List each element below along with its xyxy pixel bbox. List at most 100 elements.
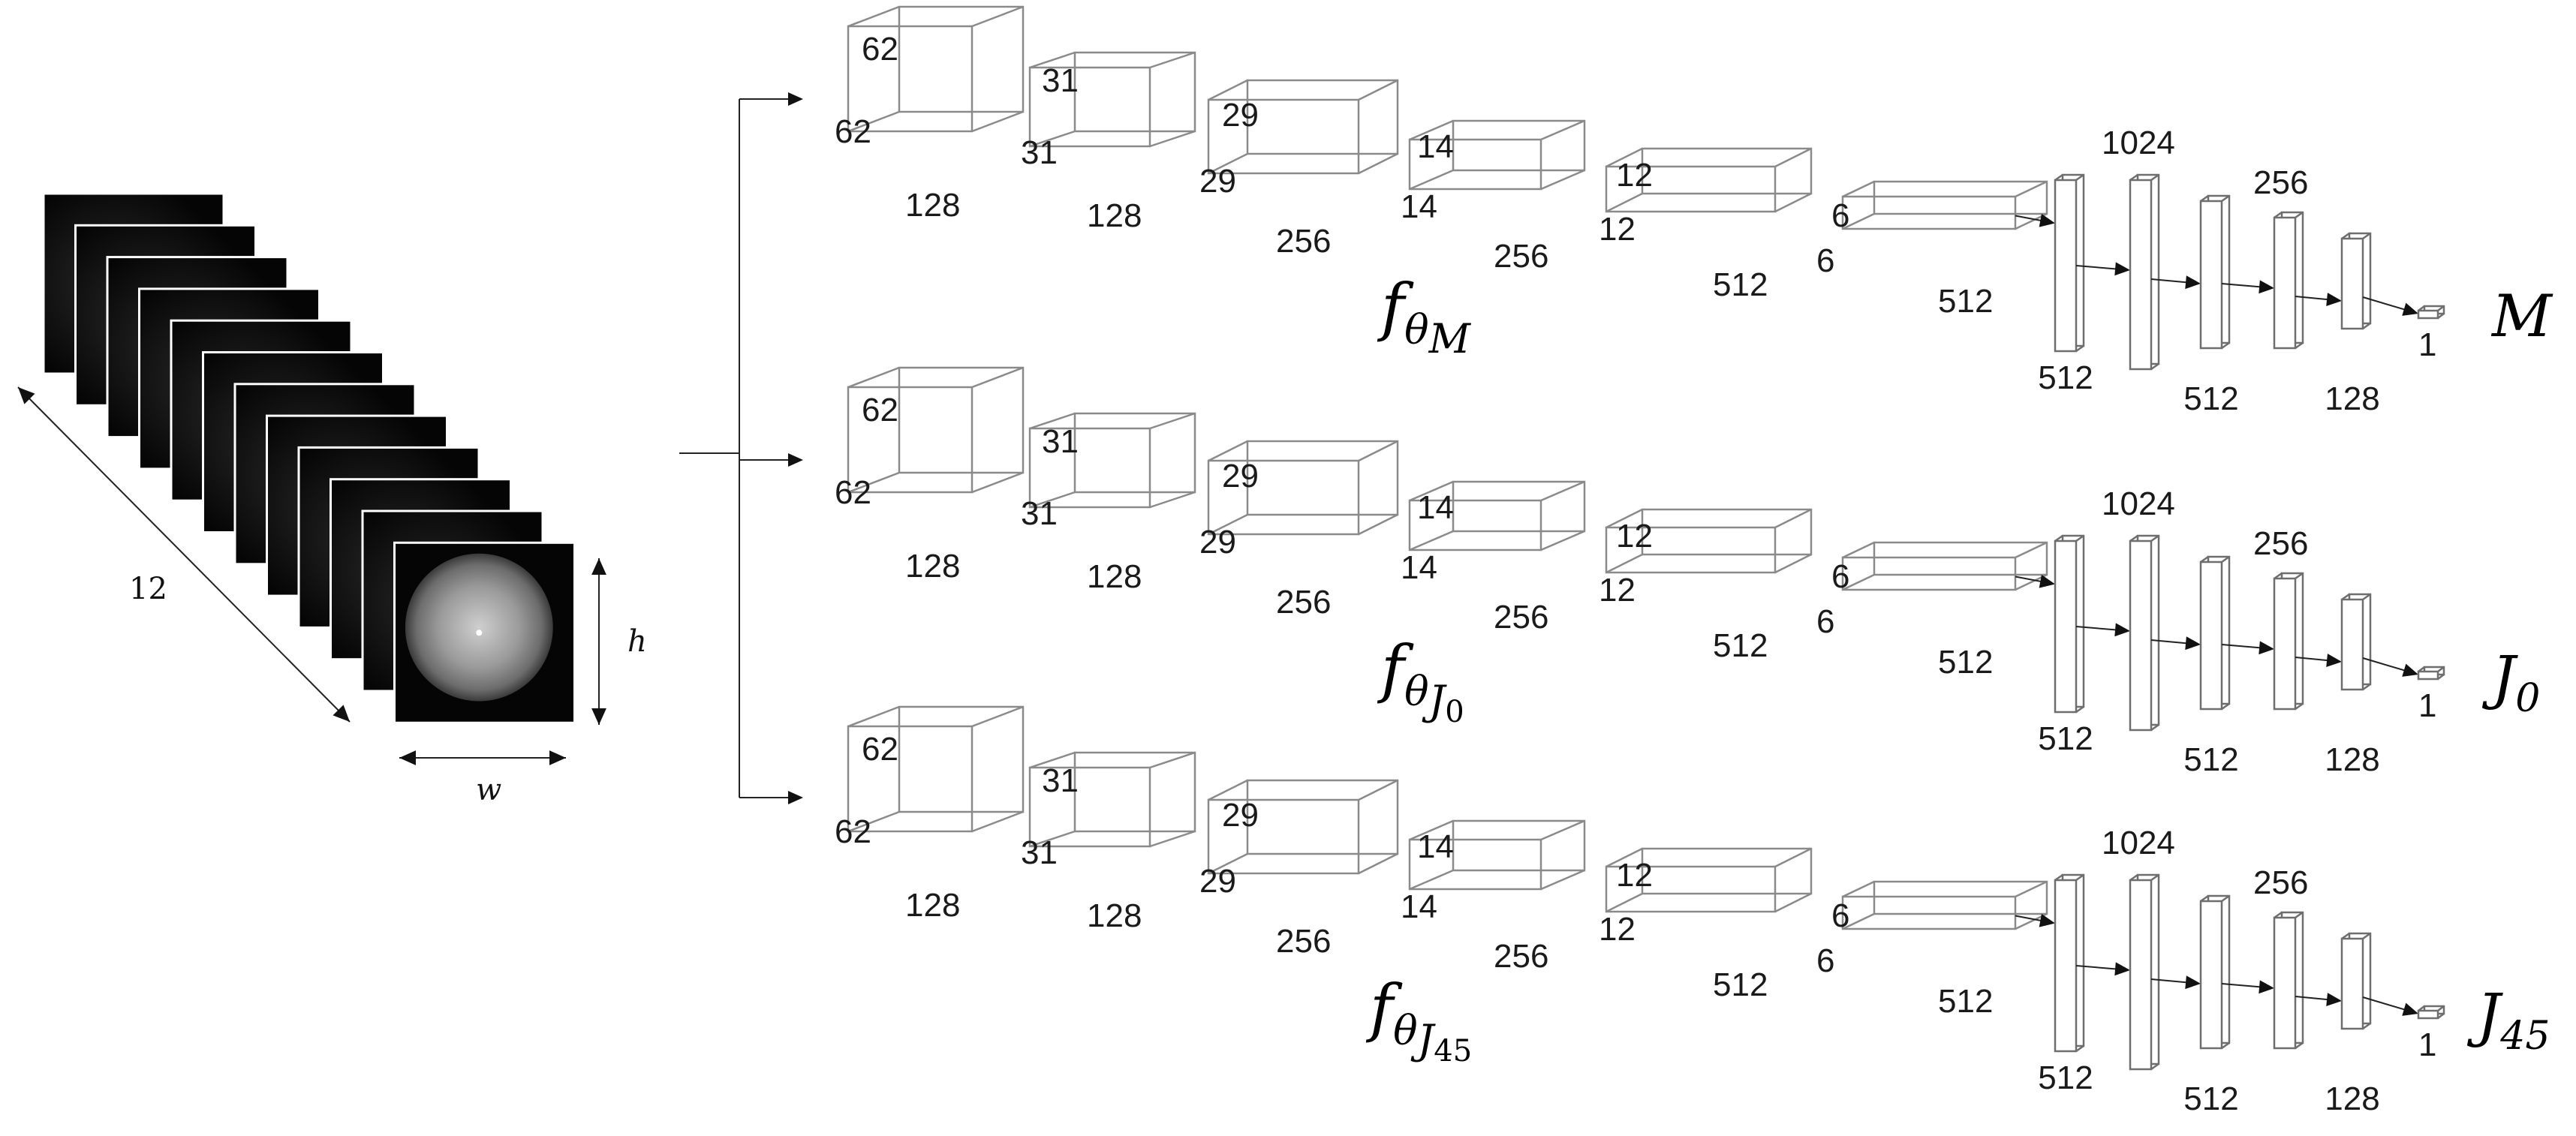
conv-height-label: 6 [1816, 242, 1834, 279]
dense-layer-5 [2342, 933, 2370, 1029]
dense-size-label: 512 [2183, 741, 2238, 778]
splitter-arrow [739, 791, 803, 804]
dense-layer-3 [2201, 557, 2229, 709]
conv-height-label: 14 [1401, 188, 1437, 225]
conv-depth-label: 29 [1222, 97, 1259, 134]
output-label: J45 [2466, 982, 2550, 1059]
conv-height-label: 12 [1599, 572, 1636, 609]
branch-1: 6262128313112829292561414256121251266512… [835, 7, 2553, 417]
dense-size-label: 1024 [2102, 485, 2175, 522]
conv-depth-label: 62 [862, 731, 898, 768]
splitter-arrow [739, 92, 803, 106]
dense-layer-1 [2055, 175, 2084, 351]
dense-layer-2 [2130, 875, 2159, 1069]
conv-width-label: 256 [1276, 223, 1331, 260]
arrowhead [2039, 214, 2055, 227]
conv-width-label: 128 [1087, 558, 1142, 595]
input-image-stack [18, 194, 606, 765]
dense-size-label: 256 [2253, 864, 2308, 901]
conv-depth-label: 29 [1222, 797, 1259, 834]
arrowhead [399, 750, 416, 765]
dense-size-label: 512 [2183, 380, 2238, 417]
output-unit-label: 1 [2418, 326, 2436, 363]
splitter-arrow [739, 453, 803, 467]
conv-width-label: 512 [1713, 266, 1768, 303]
dense-layer-5 [2342, 233, 2370, 329]
branches: 62 62 128 31 31 128 29 29 256 14 14 256 12 12 512 6 6 512… [835, 7, 2553, 1117]
arrowhead [549, 750, 566, 765]
dense-size-label: 512 [2038, 720, 2093, 757]
conv-depth-label: 12 [1616, 157, 1653, 194]
conv-width-label: 512 [1938, 644, 1993, 681]
frame-width-arrow [399, 750, 566, 765]
conv-depth-label: 6 [1831, 197, 1849, 234]
arrowhead [2259, 980, 2274, 993]
dense-size-label: 1024 [2102, 125, 2175, 161]
function-label: fθJ45 [1365, 971, 1472, 1068]
conv-block-6 [1843, 542, 2047, 590]
conv-width-label: 256 [1494, 238, 1548, 275]
arrowhead [2259, 641, 2274, 654]
dense-layer-3 [2201, 196, 2229, 348]
conv-height-label: 29 [1199, 524, 1236, 560]
conv-depth-label: 31 [1042, 762, 1079, 799]
conv-width-label: 256 [1276, 923, 1331, 960]
conv-height-label: 29 [1199, 863, 1236, 900]
conv-width-label: 256 [1494, 938, 1548, 975]
conv-depth-label: 62 [862, 392, 898, 428]
conv-depth-label: 31 [1042, 62, 1079, 99]
function-label: fθM [1377, 270, 1472, 362]
dense-layer-4 [2274, 573, 2303, 709]
conv-width-label: 128 [905, 548, 960, 585]
conv-height-label: 29 [1199, 163, 1236, 200]
arrowhead [2185, 275, 2201, 289]
dense-layer-3 [2201, 896, 2229, 1048]
conv-depth-label: 29 [1222, 458, 1259, 494]
conv-depth-label: 14 [1417, 828, 1454, 865]
conv-height-label: 6 [1816, 603, 1834, 640]
branch-splitter [679, 92, 803, 804]
conv-depth-label: 62 [862, 31, 898, 68]
dense-size-label: 1024 [2102, 825, 2175, 861]
conv-width-label: 512 [1713, 627, 1768, 664]
arrowhead [2326, 993, 2342, 1006]
conv-width-label: 512 [1938, 983, 1993, 1020]
conv-block-1 [848, 368, 1023, 492]
conv-height-label: 31 [1021, 834, 1058, 871]
conv-depth-label: 31 [1042, 423, 1079, 460]
dense-layer-5 [2342, 594, 2370, 690]
arrowhead [788, 791, 803, 804]
arrowhead [788, 92, 803, 106]
arrowhead [2185, 975, 2201, 989]
conv-width-label: 512 [1713, 966, 1768, 1003]
dense-layer-4 [2274, 212, 2303, 348]
arrowhead [2114, 262, 2130, 275]
output-unit [2418, 1006, 2444, 1018]
conv-height-label: 62 [835, 113, 871, 150]
conv-height-label: 6 [1816, 942, 1834, 979]
arrowhead [2039, 575, 2055, 588]
dense-size-label: 128 [2325, 380, 2379, 417]
dense-size-label: 256 [2253, 164, 2308, 201]
dense-layer-1 [2055, 536, 2084, 712]
output-unit [2418, 306, 2444, 318]
conv-height-label: 14 [1401, 888, 1437, 925]
branch-2: 6262128313112829292561414256121251266512… [835, 368, 2540, 778]
arrowhead [591, 558, 606, 575]
conv-height-label: 12 [1599, 211, 1636, 248]
arrowhead [2039, 914, 2055, 927]
conv-height-label: 14 [1401, 549, 1437, 586]
conv-height-label: 31 [1021, 134, 1058, 171]
conv-block-6 [1843, 182, 2047, 229]
conv-block-1 [848, 707, 1023, 831]
output-unit [2418, 667, 2444, 679]
dense-size-label: 256 [2253, 525, 2308, 562]
conv-height-label: 12 [1599, 911, 1636, 948]
conv-width-label: 256 [1494, 599, 1548, 636]
arrowhead [2326, 654, 2342, 667]
dense-size-label: 128 [2325, 1080, 2379, 1117]
frame-height-label: h [627, 624, 647, 659]
arrowhead [2402, 303, 2418, 316]
dense-layer-4 [2274, 912, 2303, 1048]
